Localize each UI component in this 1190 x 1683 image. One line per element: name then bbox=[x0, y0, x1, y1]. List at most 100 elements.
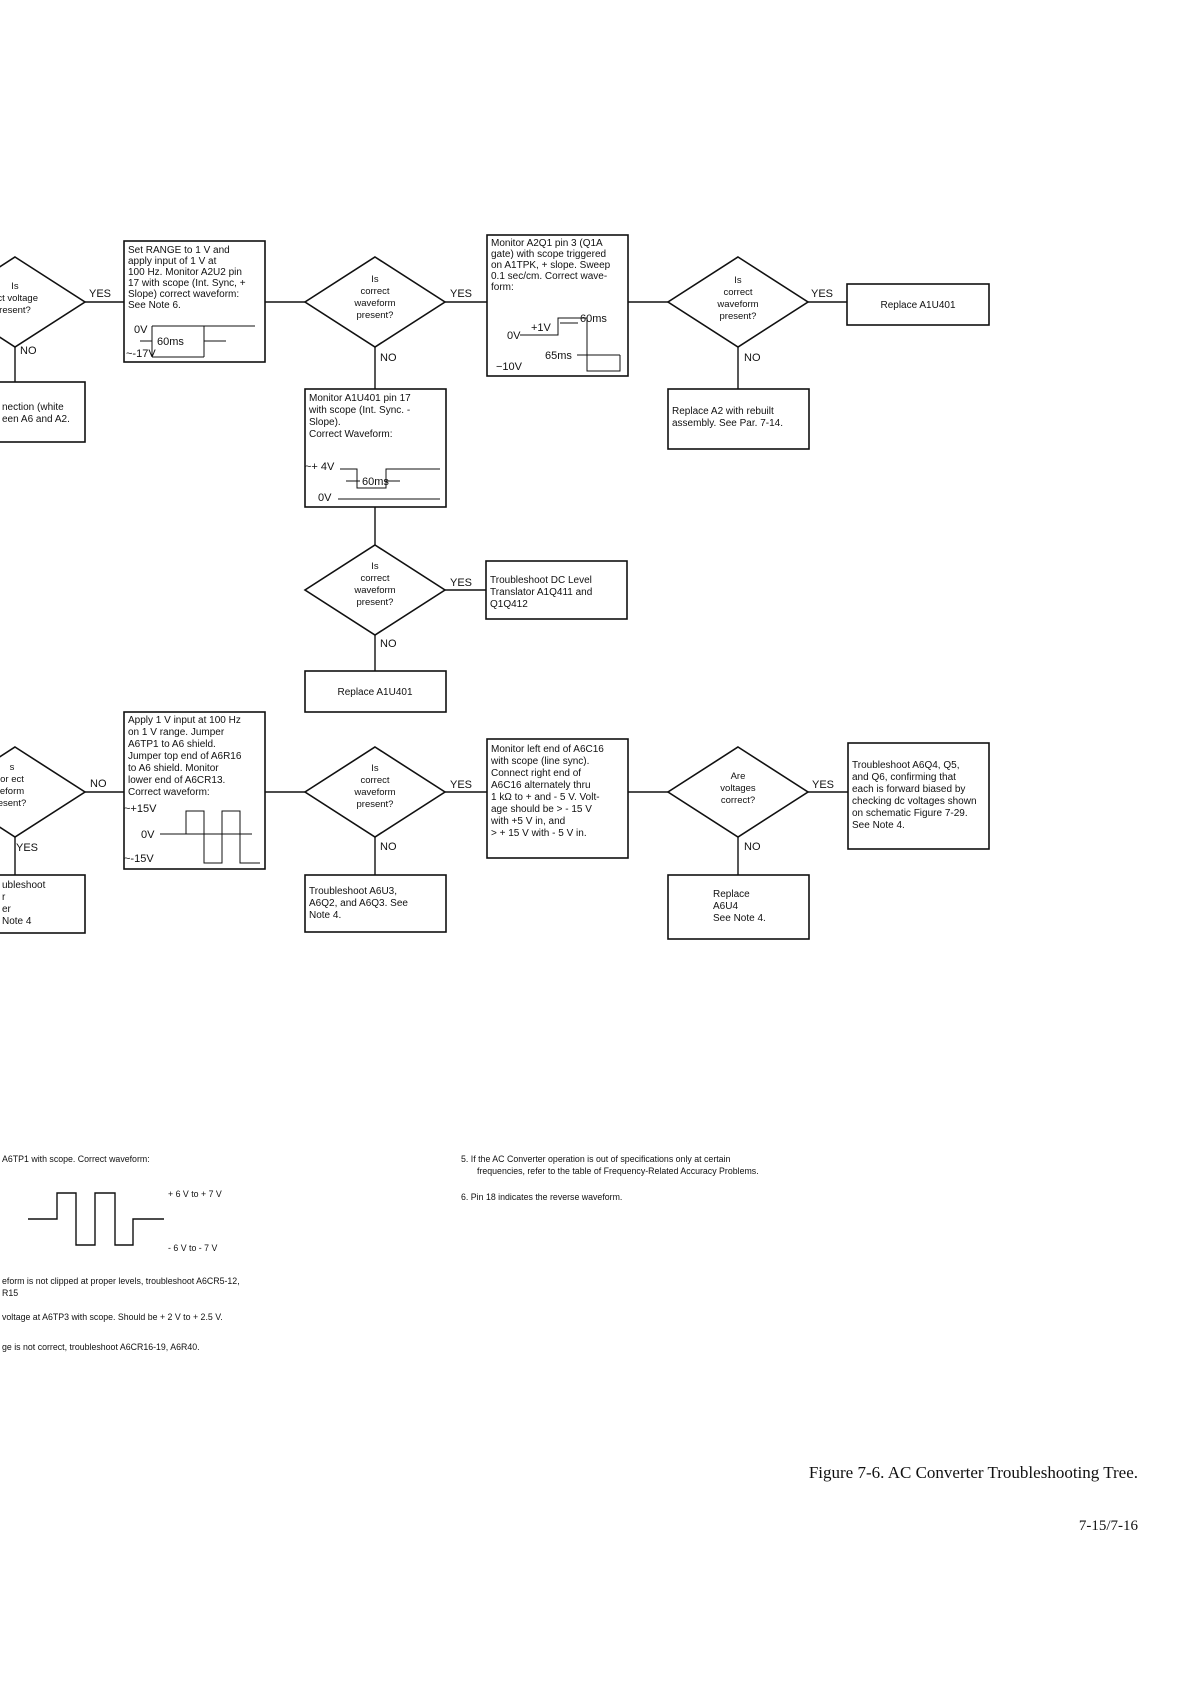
decision-diamond-waveform bbox=[0, 746, 87, 838]
box-text: on schematic Figure 7-29. bbox=[852, 808, 968, 819]
wave-label: 60ms bbox=[362, 476, 389, 488]
box-text: Jumper top end of A6R16 bbox=[128, 751, 242, 762]
replace-a6u4-box bbox=[667, 874, 810, 940]
wave-label: +1V bbox=[531, 322, 552, 334]
decision-diamond-waveform bbox=[303, 256, 447, 348]
box-text: Monitor left end of A6C16 bbox=[491, 744, 604, 755]
note-text: 6. Pin 18 indicates the reverse waveform… bbox=[461, 1192, 622, 1202]
box-text: 1 kΩ to + and - 5 V. Volt- bbox=[491, 792, 600, 803]
box-text: Replace A1U401 bbox=[337, 687, 412, 698]
check-connection-box bbox=[0, 381, 86, 443]
box-text: een A6 and A2. bbox=[2, 414, 70, 425]
no-label: NO bbox=[90, 778, 107, 790]
box-text: Note 4. bbox=[309, 910, 341, 921]
diamond-text: Is bbox=[11, 281, 19, 292]
wave-label: 0V bbox=[507, 330, 521, 342]
no-label: NO bbox=[380, 352, 397, 364]
box-text: Troubleshoot DC Level bbox=[490, 575, 592, 586]
wave-label: −10V bbox=[496, 361, 523, 373]
box-text: to A6 shield. Monitor bbox=[128, 763, 219, 774]
box-text: age should be > - 15 V bbox=[491, 804, 592, 815]
set-range-box bbox=[123, 240, 266, 363]
box-text: assembly. See Par. 7-14. bbox=[672, 418, 783, 429]
wave-label: ~-15V bbox=[124, 853, 154, 865]
diamond-text: waveform bbox=[353, 585, 395, 596]
wave-label: 65ms bbox=[545, 350, 572, 362]
box-text: Apply 1 V input at 100 Hz bbox=[128, 715, 241, 726]
box-text: Slope). bbox=[309, 417, 341, 428]
box-text: Translator A1Q411 and bbox=[490, 587, 592, 598]
decision-diamond-waveform bbox=[303, 544, 447, 636]
box-text: Correct waveform: bbox=[128, 787, 210, 798]
box-text: apply input of 1 V at bbox=[128, 256, 217, 267]
yes-label: YES bbox=[89, 288, 111, 300]
diamond-text: voltages bbox=[720, 783, 756, 794]
yes-label: YES bbox=[450, 288, 472, 300]
box-text: with scope (Int. Sync. - bbox=[308, 405, 410, 416]
diamond-text: or ect bbox=[0, 774, 24, 785]
diamond-text: eform bbox=[0, 786, 24, 797]
decision-diamond-voltage bbox=[0, 256, 87, 348]
decision-diamond-waveform bbox=[303, 746, 447, 838]
wave-label: 0V bbox=[141, 829, 155, 841]
note-text: voltage at A6TP3 with scope. Should be +… bbox=[2, 1312, 223, 1322]
diamond-text: present? bbox=[357, 310, 394, 321]
monitor-a1u401-box bbox=[304, 388, 447, 508]
yes-label: YES bbox=[450, 779, 472, 791]
box-text: with scope (line sync). bbox=[490, 756, 589, 767]
box-text: gate) with scope triggered bbox=[491, 249, 606, 260]
wave-label: ~-17V bbox=[126, 348, 156, 360]
diamond-text: correct bbox=[360, 286, 389, 297]
box-text: A6TP1 to A6 shield. bbox=[128, 739, 216, 750]
box-text: each is forward biased by bbox=[852, 784, 965, 795]
note-text: frequencies, refer to the table of Frequ… bbox=[477, 1166, 759, 1176]
waveform-trace bbox=[28, 1192, 164, 1246]
note-text: eform is not clipped at proper levels, t… bbox=[2, 1276, 240, 1286]
box-text: and Q6, confirming that bbox=[852, 772, 956, 783]
box-text: A6Q2, and A6Q3. See bbox=[309, 898, 408, 909]
waveform-trace bbox=[172, 810, 260, 864]
replace-a2-box bbox=[667, 388, 810, 450]
box-text: Monitor A2Q1 pin 3 (Q1A bbox=[491, 238, 603, 249]
box-text: r bbox=[2, 892, 6, 903]
note-text: ge is not correct, troubleshoot A6CR16-1… bbox=[2, 1342, 200, 1352]
monitor-a2q1-box bbox=[486, 234, 629, 377]
box-text: Slope) correct waveform: bbox=[128, 289, 239, 300]
note-text: + 6 V to + 7 V bbox=[168, 1189, 222, 1199]
wave-label: 60ms bbox=[580, 313, 607, 325]
yes-label: YES bbox=[811, 288, 833, 300]
figure-caption: Figure 7-6. AC Converter Troubleshooting… bbox=[809, 1463, 1138, 1482]
box-text: er bbox=[2, 904, 12, 915]
page-number: 7-15/7-16 bbox=[1079, 1518, 1139, 1534]
box-text: form: bbox=[491, 282, 514, 293]
no-label: NO bbox=[380, 638, 397, 650]
diamond-text: Is bbox=[371, 274, 379, 285]
wave-label: 0V bbox=[134, 324, 148, 336]
box-text: Replace bbox=[713, 889, 750, 900]
yes-label: YES bbox=[16, 842, 38, 854]
box-text: See Note 4. bbox=[713, 913, 766, 924]
apply-1v-input-box bbox=[123, 711, 266, 870]
box-text: lower end of A6CR13. bbox=[128, 775, 225, 786]
troubleshoot-fragment-box bbox=[0, 874, 86, 934]
box-text: 17 with scope (Int. Sync, + bbox=[128, 278, 246, 289]
box-text: 100 Hz. Monitor A2U2 pin bbox=[128, 267, 242, 278]
box-text: nection (white bbox=[2, 402, 64, 413]
box-text: Q1Q412 bbox=[490, 599, 528, 610]
box-text: Correct Waveform: bbox=[309, 429, 393, 440]
wave-label: ~+ 4V bbox=[305, 461, 335, 473]
box-text: A6C16 alternately thru bbox=[491, 780, 591, 791]
note-text: 5. If the AC Converter operation is out … bbox=[461, 1154, 731, 1164]
box-text: Replace A2 with rebuilt bbox=[672, 406, 774, 417]
diamond-text: s bbox=[10, 762, 15, 773]
box-text: ubleshoot bbox=[2, 880, 46, 891]
box-text: Monitor A1U401 pin 17 bbox=[309, 393, 411, 404]
diamond-text: waveform bbox=[353, 787, 395, 798]
wave-label: 0V bbox=[318, 492, 332, 504]
wave-label: ~+15V bbox=[124, 803, 157, 815]
diamond-text: Is bbox=[371, 763, 379, 774]
box-text: A6U4 bbox=[713, 901, 738, 912]
box-text: 0.1 sec/cm. Correct wave- bbox=[491, 271, 607, 282]
box-text: See Note 4. bbox=[852, 820, 905, 831]
